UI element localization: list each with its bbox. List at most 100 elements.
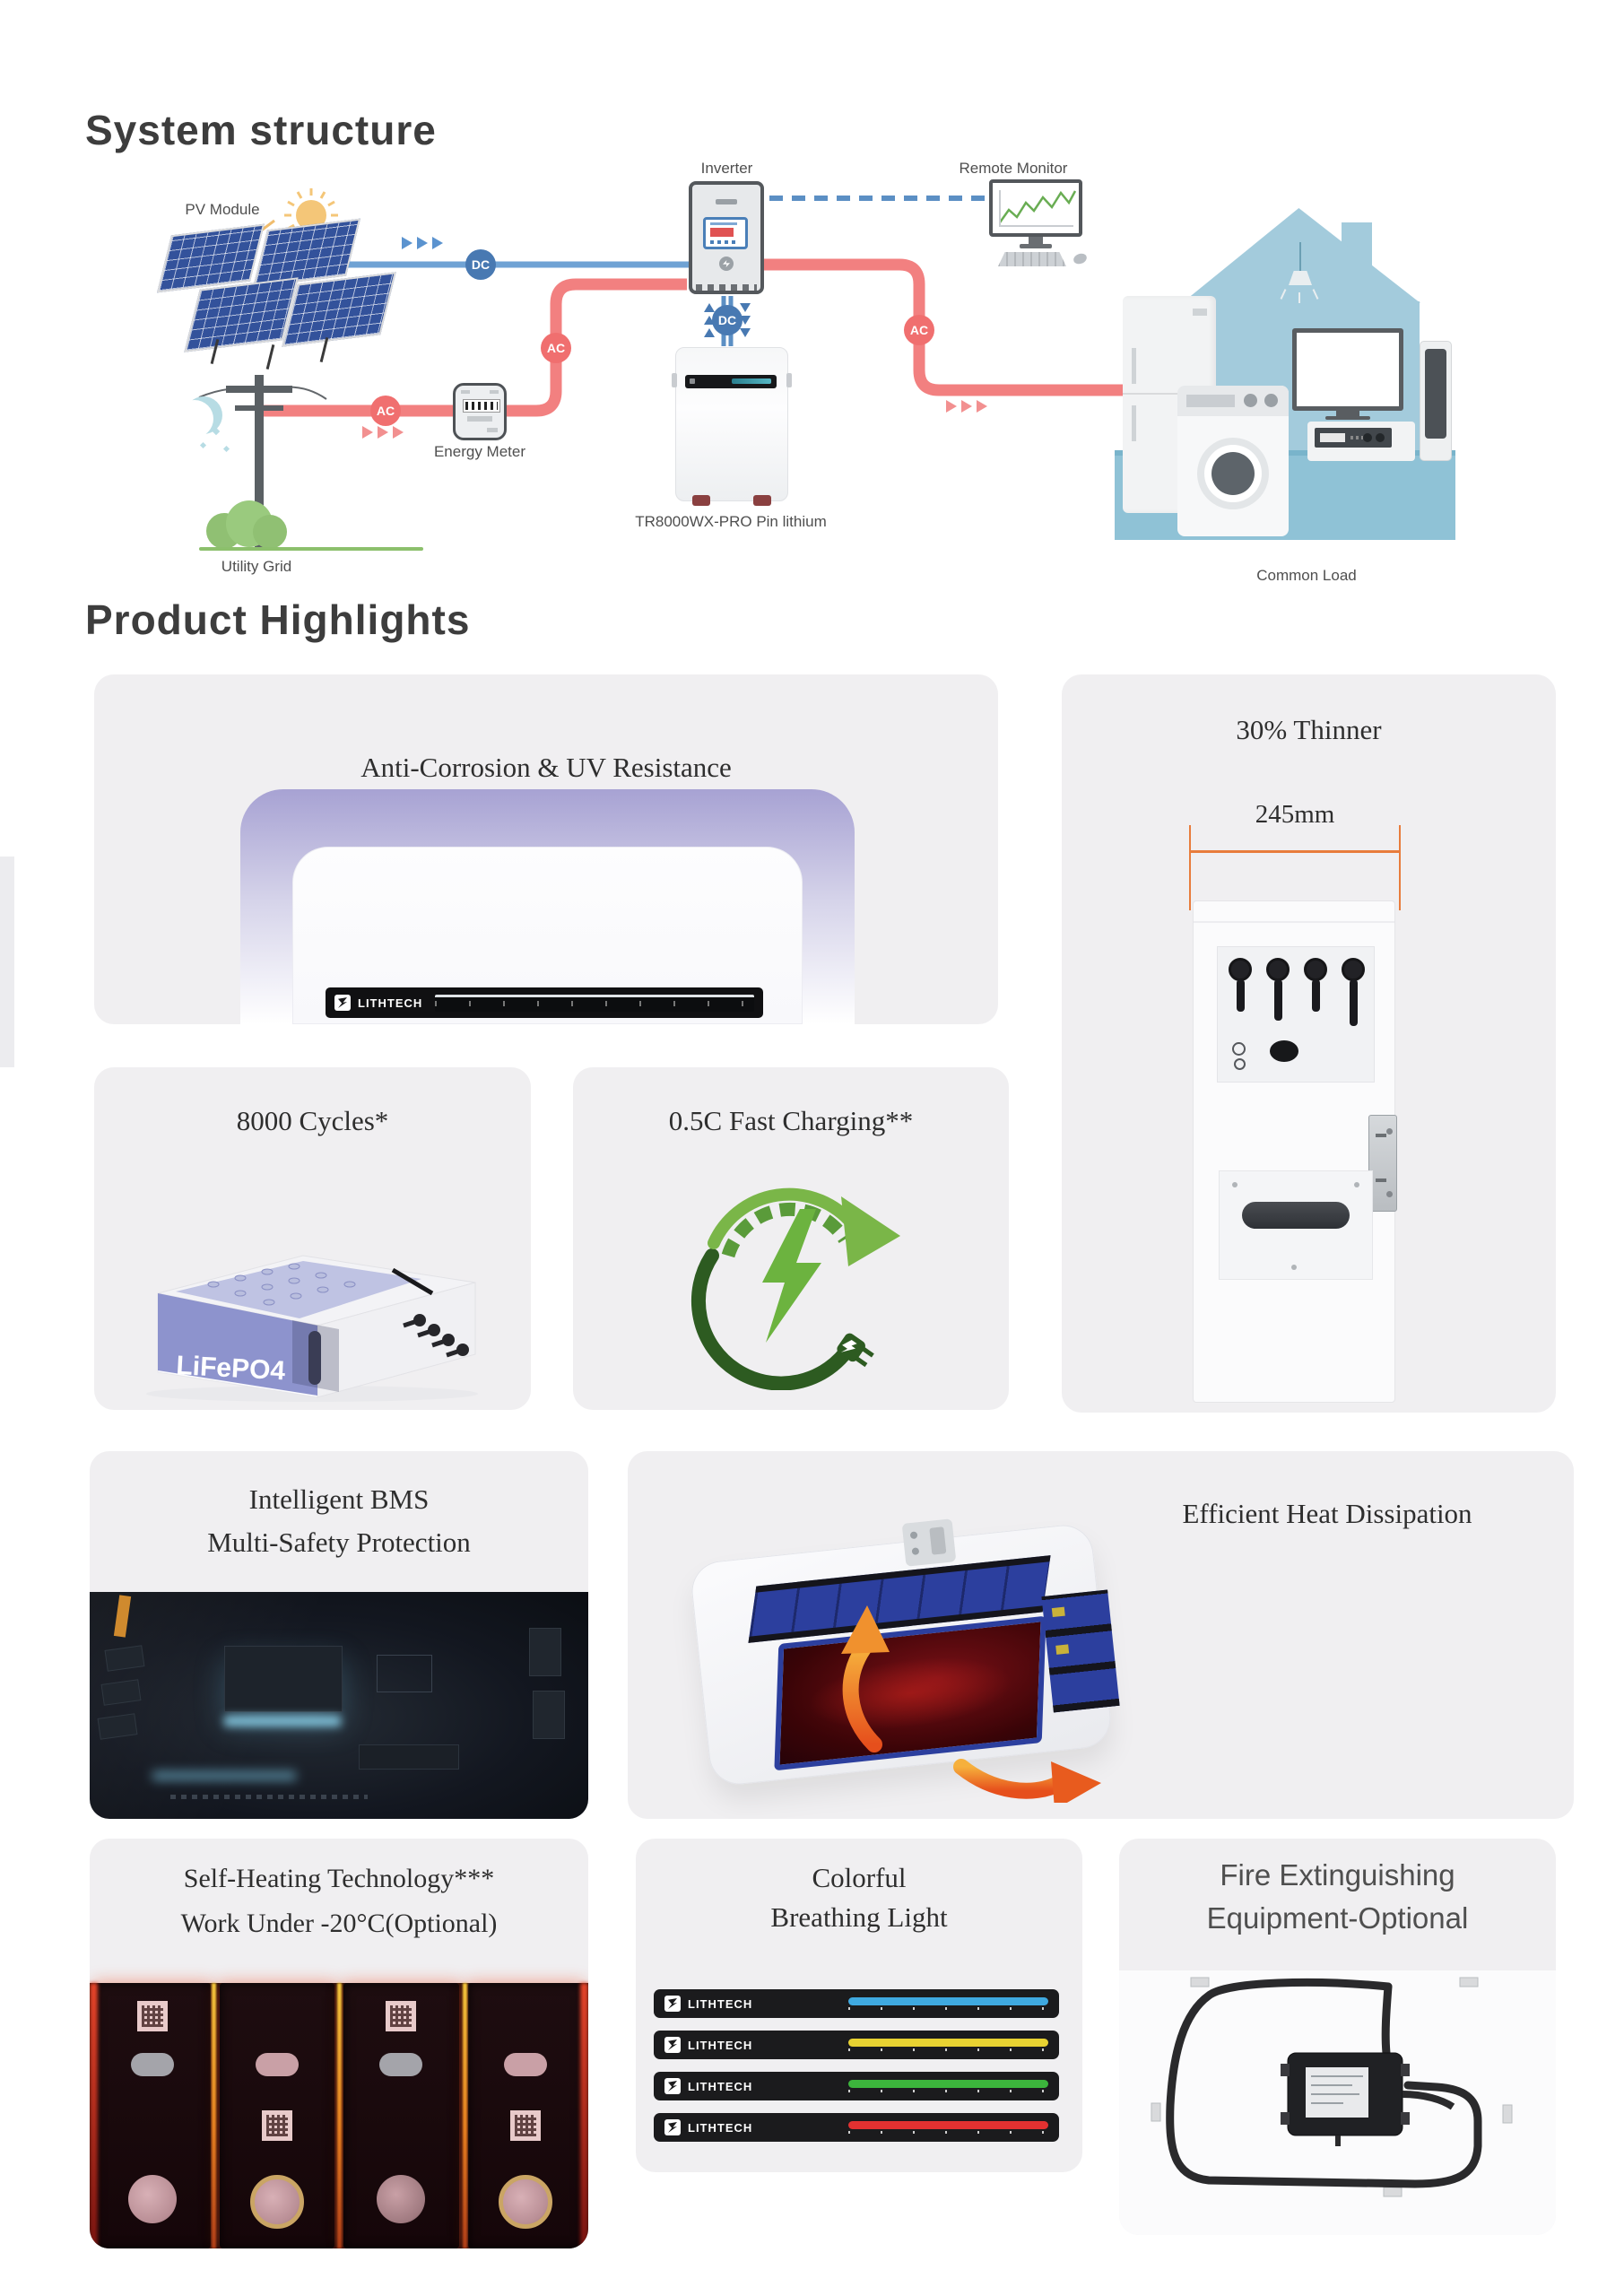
heater-glow (212, 1983, 216, 2248)
light-strip (848, 1997, 1048, 2005)
card-title: Anti-Corrosion & UV Resistance (360, 752, 732, 783)
card-title: 8000 Cycles* (236, 1105, 389, 1136)
utility-pole (255, 375, 264, 551)
burst-disc (377, 2175, 426, 2223)
card-title: Intelligent BMS (248, 1483, 430, 1515)
chemistry-label: LiFePO4 (176, 1351, 287, 1386)
dc-down-arrows-icon (740, 303, 751, 337)
monitor-base (1020, 244, 1052, 248)
moon-icon (176, 400, 213, 438)
inverter-label: Inverter (700, 160, 753, 177)
keyboard-icon (998, 252, 1066, 266)
brand-logo-icon (664, 1996, 681, 2012)
light-bar: LITHTECH (654, 2031, 1059, 2059)
card-title: Multi-Safety Protection (207, 1526, 471, 1558)
inverter-terminals (696, 284, 757, 291)
burst-disc (128, 2175, 178, 2223)
battery-front-image: LITHTECH (240, 789, 855, 1024)
card-title: Fire Extinguishing (1220, 1858, 1455, 1892)
brand-logo-icon (664, 2119, 681, 2135)
brand-logo-icon (334, 995, 351, 1011)
pv-module-label: PV Module (185, 201, 260, 218)
bms-chip (224, 1646, 343, 1712)
dc-flow-arrows-icon (402, 237, 443, 249)
brand-text: LITHTECH (688, 2038, 753, 2052)
heater-glow (90, 1983, 98, 2248)
glow-slot (152, 1771, 296, 1780)
handle (1242, 1202, 1350, 1229)
heated-cell (343, 1983, 459, 2248)
qr-code (386, 2001, 417, 2031)
inverter-vent (716, 199, 737, 204)
energy-meter-label: Energy Meter (433, 443, 526, 460)
remote-monitor-label: Remote Monitor (959, 160, 1068, 177)
bms-board-image (90, 1592, 588, 1819)
brand-logo-icon (664, 2078, 681, 2094)
card-title: Equipment-Optional (1206, 1901, 1469, 1935)
side-bracket (1368, 1115, 1397, 1212)
card-breathing-light: Colorful Breathing Light LITHTECH LITHTE… (636, 1839, 1082, 2172)
card-cycles: 8000 Cycles* LiFePO4 (94, 1067, 531, 1410)
tv (1292, 328, 1403, 411)
card-fast-charging: 0.5C Fast Charging** (573, 1067, 1009, 1410)
light-strip (848, 2039, 1048, 2047)
card-title: Efficient Heat Dissipation (1182, 1498, 1472, 1529)
ac-badge: AC (370, 396, 401, 426)
qr-code (137, 2001, 169, 2031)
card-heat: Efficient Heat Dissipation (628, 1451, 1574, 1819)
lamp-cord (1299, 242, 1301, 273)
utility-grid-label: Utility Grid (221, 558, 292, 575)
battery-box-image: LiFePO4 (146, 1255, 478, 1402)
led-strip (435, 994, 754, 1012)
system-structure-title: System structure (85, 107, 437, 153)
light-bar: LITHTECH (654, 2113, 1059, 2142)
ac-flow-arrows-right-icon (946, 400, 987, 413)
burst-disc (498, 2175, 552, 2229)
fire-cable (1151, 1977, 1513, 2197)
heated-cell (219, 1983, 334, 2248)
battery-cells-image (90, 1983, 588, 2248)
vent-pill (379, 2053, 423, 2076)
heater-glow (580, 1983, 588, 2248)
card-title: Self-Heating Technology*** (183, 1864, 495, 1893)
battery-name-label: TR8000WX-PRO Pin lithium (635, 513, 827, 530)
card-self-heating: Self-Heating Technology*** Work Under -2… (90, 1839, 588, 2248)
card-thinner: 30% Thinner 245mm (1062, 674, 1556, 1413)
glow-slot (224, 1716, 341, 1726)
dc-badge: DC (712, 305, 743, 335)
battery-unit (672, 347, 792, 506)
burst-disc (249, 2175, 304, 2229)
qr-code (509, 2110, 541, 2141)
dimension-tick (1399, 825, 1401, 910)
vent-pill (503, 2053, 547, 2076)
battery-side-image (1193, 900, 1397, 1403)
washer-door (1197, 438, 1269, 509)
heat-dissipation-image (689, 1516, 1157, 1819)
brand-logo-icon (664, 2037, 681, 2053)
card-title: Work Under -20°C(Optional) (180, 1909, 498, 1938)
fire-suppression-image (1119, 1970, 1556, 2235)
brand-text: LITHTECH (358, 996, 423, 1010)
battery-front-panel: LITHTECH (292, 847, 803, 1024)
charging-gauge-icon (690, 1187, 900, 1390)
card-bms: Intelligent BMS Multi-Safety Protection (90, 1451, 588, 1819)
tv-stand (1336, 411, 1359, 416)
product-highlights-title: Product Highlights (85, 596, 471, 643)
card-title: Breathing Light (770, 1901, 948, 1933)
ac-badge: AC (541, 333, 571, 363)
card-title: 0.5C Fast Charging** (668, 1105, 914, 1136)
monitor-screen (989, 179, 1082, 237)
battery-foot (753, 495, 771, 506)
connector-panel (1217, 946, 1375, 1083)
ceiling-lamp (1289, 271, 1312, 285)
grass-line (199, 547, 423, 551)
brand-text: LITHTECH (688, 2120, 753, 2135)
card-title: 30% Thinner (1236, 714, 1382, 745)
dimension-line (1189, 850, 1401, 853)
ac-badge: AC (904, 315, 934, 345)
vent-pill (131, 2053, 175, 2076)
handle-recess (1219, 1170, 1373, 1280)
dimension-label: 245mm (1255, 800, 1335, 829)
brand-text: LITHTECH (688, 2079, 753, 2093)
light-bar: LITHTECH (654, 1989, 1059, 2018)
